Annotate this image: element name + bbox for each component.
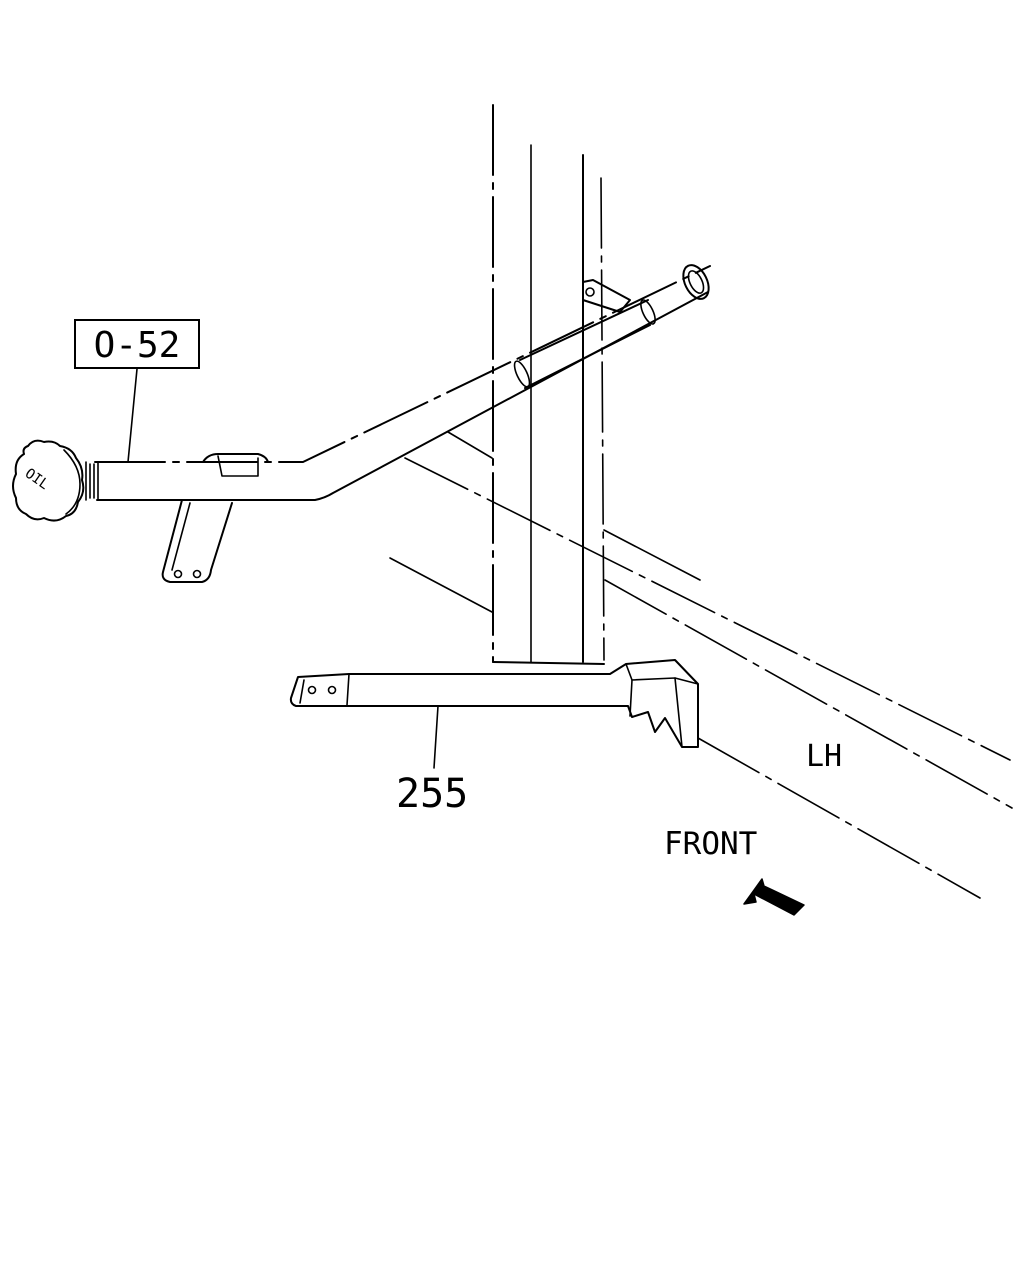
pipe-mounting-bracket [161, 499, 233, 583]
callout-255: 255 [396, 771, 469, 817]
bracket-255 [289, 659, 699, 748]
direction-label: FRONT [664, 826, 758, 862]
leader-lines [127, 368, 439, 769]
oil-cap-icon: OIL [12, 439, 85, 522]
callout-o-52: O-52 [74, 319, 200, 369]
frame-rails [389, 431, 1013, 899]
side-label: LH [806, 739, 843, 774]
vertical-frame-member [492, 104, 605, 665]
callout-o-52-text: O-52 [93, 325, 181, 366]
oil-filler-pipe [85, 264, 711, 501]
arrow-up-left-icon [743, 878, 805, 916]
oil-cap-text: OIL [22, 465, 52, 493]
